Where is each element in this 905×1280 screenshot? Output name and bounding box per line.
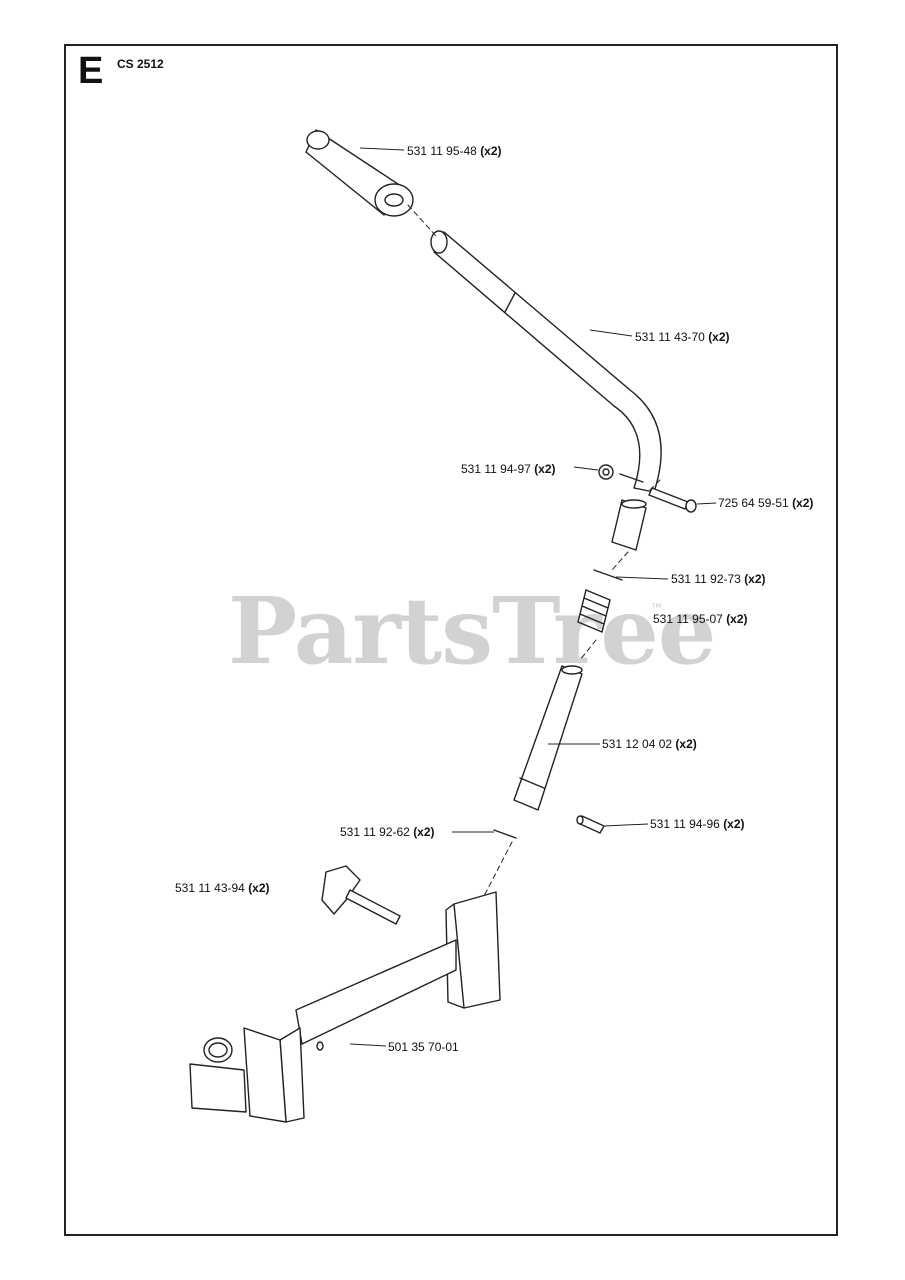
pin-part [576,815,605,834]
diagram-frame [64,44,838,1236]
handle-grip-part [305,129,414,217]
bolt-part [648,487,697,513]
spring-part [577,589,611,633]
part-label-531-11-43-70: 531 11 43-70 (x2) [635,330,730,344]
trademark-symbol: ™ [651,602,662,614]
star-knob-part [321,865,401,925]
base-frame-part [189,891,501,1123]
model-code: CS 2512 [117,57,164,71]
part-label-531-11-92-73: 531 11 92-73 (x2) [671,572,766,586]
nut-part [598,464,614,480]
washer-upper-part [593,569,623,581]
part-label-531-11-95-48: 531 11 95-48 (x2) [407,144,502,158]
part-label-531-11-94-96: 531 11 94-96 (x2) [650,817,745,831]
part-label-501-35-70-01: 501 35 70-01 [388,1040,459,1054]
section-letter: E [78,50,104,92]
parts-tree-watermark: PartsTree [228,577,716,685]
part-label-531-11-95-07: 531 11 95-07 (x2) [653,612,748,626]
sleeve-part [611,499,647,551]
part-label-531-11-94-97: 531 11 94-97 (x2) [461,462,556,476]
part-label-531-11-92-62: 531 11 92-62 (x2) [340,825,435,839]
part-label-531-11-43-94: 531 11 43-94 (x2) [175,881,270,895]
lower-tube-part [513,665,583,811]
washer-lower-part [493,829,517,839]
handle-bar-part [430,230,662,493]
part-label-531-12-04-02: 531 12 04 02 (x2) [602,737,697,751]
part-label-725-64-59-51: 725 64 59-51 (x2) [718,496,814,510]
